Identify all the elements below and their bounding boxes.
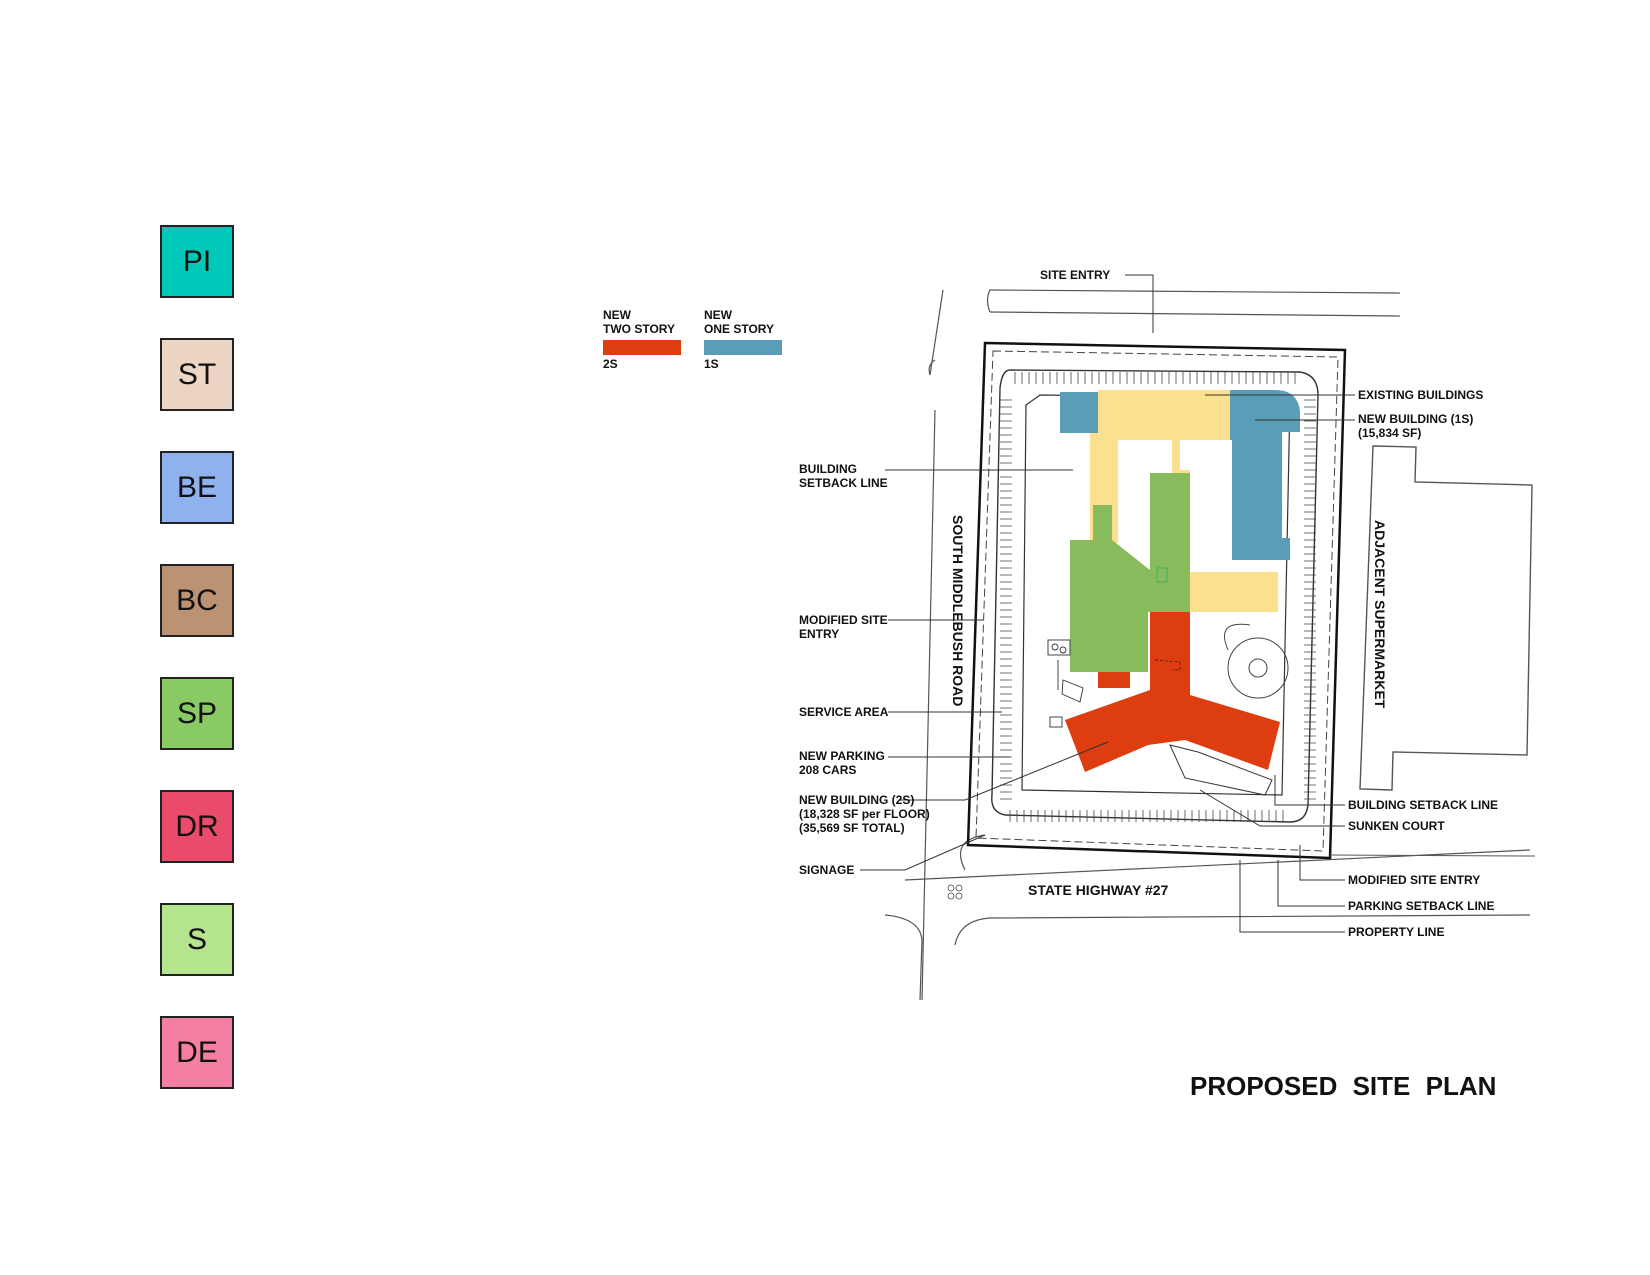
label-building-setback-line: BUILDING SETBACK LINE [1348, 798, 1498, 812]
label-service-area: SERVICE AREA [799, 705, 889, 719]
label-parking-setback-line: PARKING SETBACK LINE [1348, 899, 1494, 913]
label-sunken-court: SUNKEN COURT [1348, 819, 1445, 833]
label-new-parking-1: NEW PARKING [799, 749, 885, 763]
nav-button-de[interactable]: DE [160, 1016, 234, 1089]
nav-button-pi[interactable]: PI [160, 225, 234, 298]
label-signage: SIGNAGE [799, 863, 854, 877]
legend-two-story-code: 2S [603, 357, 618, 371]
signage-symbol [947, 884, 963, 900]
green-building-shape [1070, 473, 1190, 672]
label-new-building-1s-area: (15,834 SF) [1358, 426, 1421, 440]
label-site-entry: SITE ENTRY [1040, 268, 1110, 282]
label-new-building-2s-1: NEW BUILDING (2S) [799, 793, 914, 807]
road-label-south-middlebush: SOUTH MIDDLEBUSH ROAD [950, 515, 966, 706]
adjacent-supermarket [1329, 445, 1536, 857]
label-modified-site-entry: MODIFIED SITE ENTRY [1348, 873, 1480, 887]
nav-button-s[interactable]: S [160, 903, 234, 976]
leader-lines [860, 274, 1355, 933]
new-building-1s-shape [1060, 390, 1300, 560]
legend-one-story-code: 1S [704, 357, 719, 371]
legend-one-story-swatch [704, 340, 782, 355]
label-new-building-2s-3: (35,569 SF TOTAL) [799, 821, 905, 835]
label-new-building-2s-2: (18,328 SF per FLOOR) [799, 807, 930, 821]
supermarket-label: ADJACENT SUPERMARKET [1372, 520, 1388, 709]
property-boundary [966, 341, 1347, 860]
buildings [1060, 390, 1300, 796]
legend-two-story-line2: TWO STORY [603, 322, 675, 336]
label-building-setback-1: BUILDING [799, 462, 857, 476]
label-property-line: PROPERTY LINE [1348, 925, 1444, 939]
nav-button-dr[interactable]: DR [160, 790, 234, 863]
road-label-highway: STATE HIGHWAY #27 [1028, 882, 1169, 898]
label-mod-entry-1: MODIFIED SITE [799, 613, 888, 627]
existing-buildings-shape [1090, 390, 1278, 612]
parking-stalls [1000, 372, 1316, 822]
legend-two-story-line1: NEW [603, 308, 632, 322]
nav-button-bc[interactable]: BC [160, 564, 234, 637]
legend: NEW TWO STORY 2S NEW ONE STORY 1S [603, 308, 782, 371]
nav-button-sp[interactable]: SP [160, 677, 234, 750]
nav-button-st[interactable]: ST [160, 338, 234, 411]
legend-two-story-swatch [603, 340, 681, 355]
legend-one-story-line2: ONE STORY [704, 322, 774, 336]
label-new-building-1s: NEW BUILDING (1S) [1358, 412, 1473, 426]
label-existing-buildings: EXISTING BUILDINGS [1358, 388, 1483, 402]
label-building-setback-2: SETBACK LINE [799, 476, 888, 490]
page-title: PROPOSED SITE PLAN [1190, 1071, 1496, 1101]
round-planter [1224, 623, 1289, 699]
label-mod-entry-2: ENTRY [799, 627, 839, 641]
service-area-details [1047, 639, 1084, 728]
nav-button-be[interactable]: BE [160, 451, 234, 524]
callout-labels: SITE ENTRY EXISTING BUILDINGS NEW BUILDI… [799, 268, 1498, 939]
new-building-2s-shape [1065, 612, 1280, 772]
label-new-parking-2: 208 CARS [799, 763, 856, 777]
legend-one-story-line1: NEW [704, 308, 733, 322]
